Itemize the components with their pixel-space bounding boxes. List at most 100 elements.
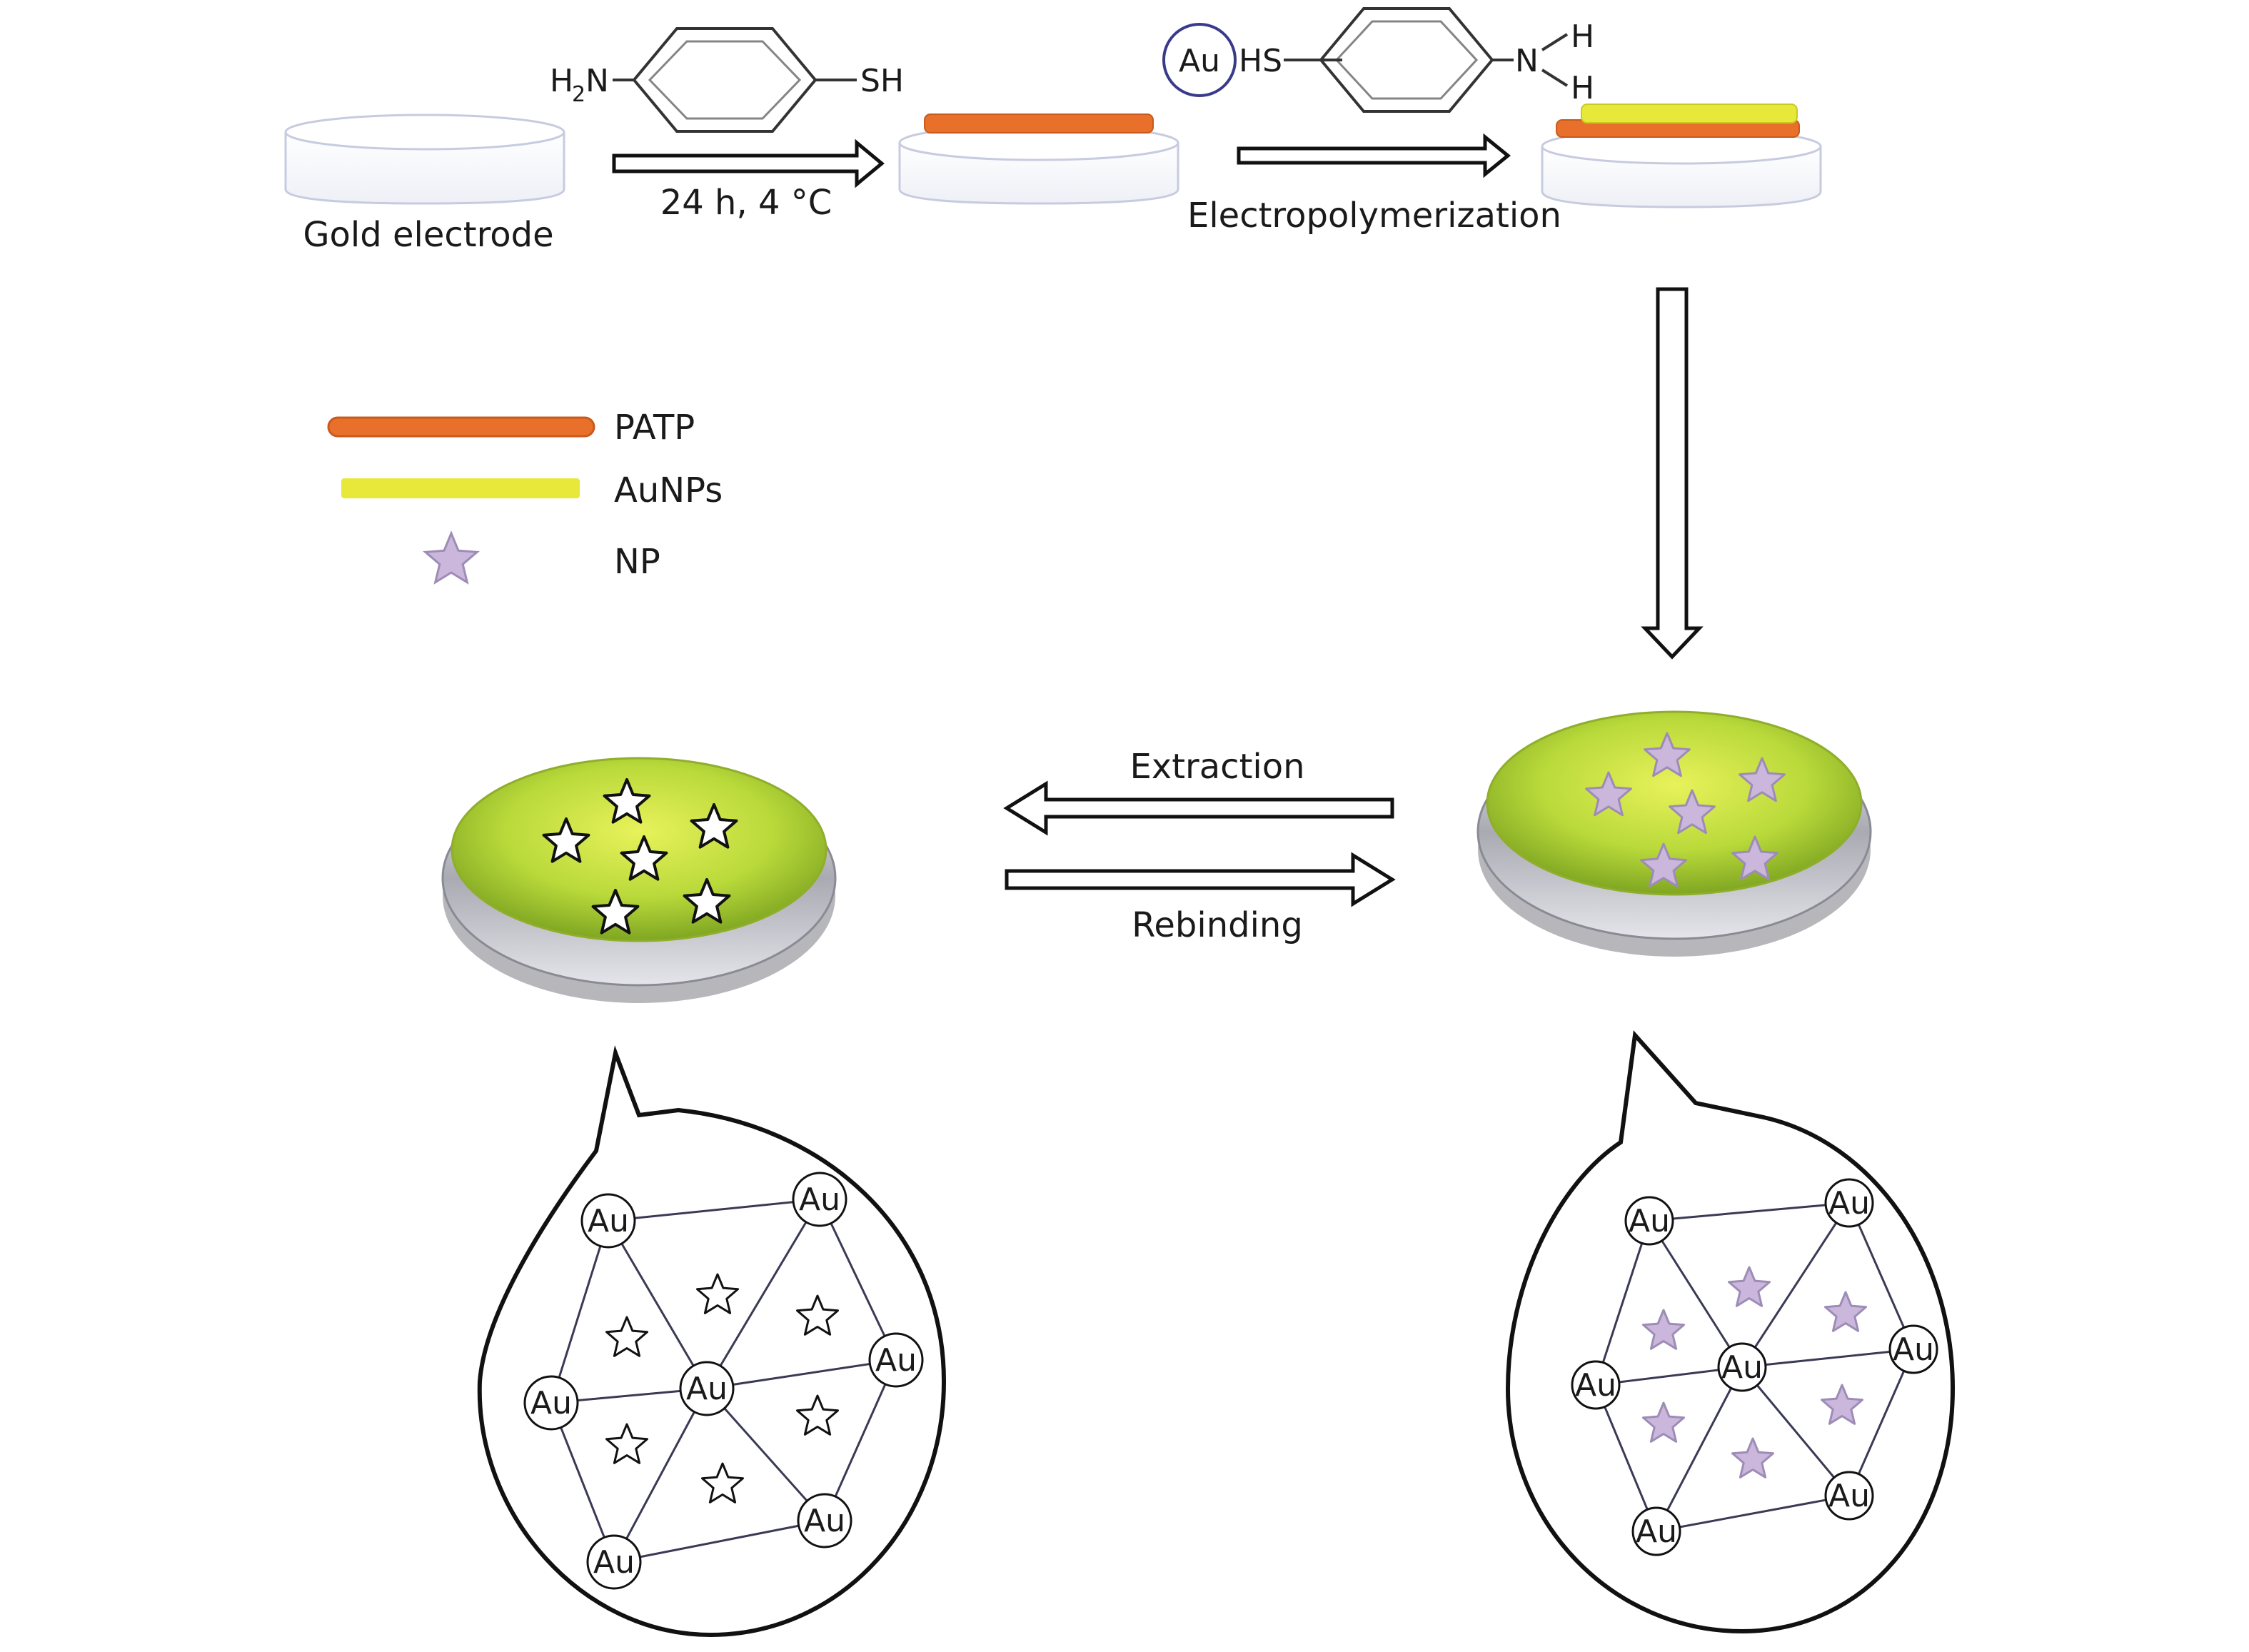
au-node-label: Au bbox=[1721, 1349, 1763, 1386]
lattice-bond bbox=[613, 1519, 825, 1563]
right-callout-bubble bbox=[1505, 1030, 1956, 1634]
rebinding-arrow bbox=[1005, 852, 1396, 907]
au-particle-label: Au bbox=[1179, 43, 1220, 79]
lattice-bond bbox=[607, 1220, 708, 1389]
atp-amine-subscript: 2 bbox=[572, 82, 585, 107]
au-node-label: Au bbox=[1828, 1478, 1870, 1514]
amine-h-top: H bbox=[1571, 19, 1594, 55]
au-node-circle bbox=[586, 1534, 642, 1590]
extraction-arrow bbox=[1003, 780, 1394, 836]
empty-cavity-star-icon bbox=[696, 1273, 739, 1314]
au-node-circle bbox=[1571, 1360, 1621, 1410]
bound-np-star-icon bbox=[1644, 732, 1691, 777]
empty-cavity-star-icon bbox=[591, 889, 640, 935]
bound-np-star-icon bbox=[1585, 771, 1632, 817]
au-node-label: Au bbox=[588, 1203, 629, 1239]
lattice-bond bbox=[1594, 1384, 1658, 1532]
bound-np-star-icon bbox=[1642, 1401, 1685, 1443]
legend-aunps-swatch bbox=[341, 478, 580, 498]
au-node-circle bbox=[1631, 1506, 1681, 1556]
au-node-circle bbox=[580, 1193, 636, 1249]
bound-np-star-icon bbox=[1731, 1437, 1774, 1479]
lattice-bond bbox=[608, 1198, 820, 1222]
step2-arrow bbox=[1237, 133, 1511, 178]
legend bbox=[327, 416, 595, 585]
bound-np-star-icon bbox=[1640, 842, 1687, 888]
imprinted-electrode-bound bbox=[1476, 710, 1872, 957]
au-node-circle bbox=[1824, 1471, 1874, 1521]
au-node-circle bbox=[1824, 1178, 1874, 1228]
bound-np-star-icon bbox=[1642, 1309, 1685, 1350]
empty-cavity-stars bbox=[542, 778, 738, 935]
rebinding-label: Rebinding bbox=[1132, 905, 1303, 945]
atp-amine-n: N bbox=[585, 63, 609, 99]
imprinted-electrode-empty bbox=[441, 757, 837, 1003]
au-node-circle bbox=[1717, 1342, 1767, 1392]
lattice-bond bbox=[818, 1199, 897, 1361]
lattice-bond bbox=[1649, 1202, 1850, 1222]
au-node-label: Au bbox=[593, 1544, 635, 1581]
lattice-bond bbox=[1594, 1220, 1651, 1386]
lattice-bond bbox=[1655, 1366, 1744, 1532]
empty-cavity-star-icon bbox=[796, 1294, 839, 1336]
empty-cavity-star-icon bbox=[603, 778, 651, 824]
patp-layer bbox=[924, 114, 1154, 134]
au-node-label: Au bbox=[875, 1342, 917, 1379]
au-node-label: Au bbox=[804, 1503, 845, 1539]
lattice-bond bbox=[1648, 1220, 1744, 1368]
au-node-label: Au bbox=[799, 1182, 840, 1218]
bound-np-star-icon bbox=[1824, 1291, 1867, 1332]
gold-electrode-label: Gold electrode bbox=[303, 215, 553, 255]
amine-h-bottom: H bbox=[1571, 70, 1594, 106]
extraction-label: Extraction bbox=[1129, 747, 1304, 787]
au-node-label: Au bbox=[1828, 1185, 1870, 1222]
empty-cavity-star-icon bbox=[542, 817, 590, 863]
empty-cavity-star-icon bbox=[605, 1423, 648, 1464]
lattice-bond bbox=[705, 1388, 826, 1521]
empty-cavity-star-icon bbox=[701, 1462, 744, 1504]
gold-electrode-disc bbox=[284, 114, 565, 205]
lattice-bond bbox=[613, 1388, 708, 1563]
aunps-layer bbox=[1581, 104, 1798, 124]
bound-np-star-icon bbox=[1821, 1384, 1863, 1425]
au-node-circle bbox=[868, 1332, 924, 1388]
au-node-label: Au bbox=[1629, 1203, 1670, 1239]
empty-cavity-star-icon bbox=[796, 1394, 839, 1436]
patp-aunps-electrode-disc bbox=[1541, 104, 1822, 208]
patp-electrode-disc bbox=[898, 114, 1179, 205]
au-node-label: Au bbox=[530, 1385, 572, 1421]
atp-thiol-label: SH bbox=[860, 63, 904, 99]
lattice-bond bbox=[1741, 1348, 1914, 1369]
bound-np-stars bbox=[1585, 732, 1786, 888]
step1-arrow bbox=[612, 138, 885, 188]
empty-cavity-star-icon bbox=[605, 1316, 648, 1357]
au-node-circle bbox=[1888, 1324, 1938, 1374]
au-node-circle bbox=[679, 1361, 735, 1416]
empty-cavity-star-icon bbox=[683, 878, 731, 924]
lattice-bond bbox=[705, 1199, 821, 1389]
bound-electrode-face bbox=[1486, 710, 1863, 896]
lattice-bond bbox=[706, 1359, 897, 1390]
atp-amine-h: H bbox=[550, 63, 573, 99]
empty-cavity-star-icon bbox=[620, 835, 668, 881]
legend-patp-label: PATP bbox=[614, 408, 695, 448]
au-node-circle bbox=[523, 1375, 579, 1431]
bound-np-star-icon bbox=[1728, 1266, 1771, 1307]
down-arrow bbox=[1641, 287, 1704, 660]
amine-n-label: N bbox=[1515, 43, 1539, 79]
bound-np-star-icon bbox=[1739, 757, 1786, 802]
lattice-bond bbox=[550, 1402, 615, 1563]
lattice-bond bbox=[1741, 1366, 1851, 1496]
lattice-bond bbox=[1848, 1202, 1915, 1350]
au-particle-circle bbox=[1162, 23, 1237, 97]
thiol-hs-label: HS bbox=[1239, 43, 1282, 79]
lattice-bond bbox=[823, 1359, 897, 1521]
legend-np-star-icon bbox=[423, 530, 480, 585]
lattice-bond bbox=[1741, 1202, 1851, 1368]
lattice-bond bbox=[1656, 1494, 1850, 1533]
au-node-circle bbox=[1624, 1196, 1674, 1246]
au-thiol-molecule bbox=[1162, 7, 1569, 113]
